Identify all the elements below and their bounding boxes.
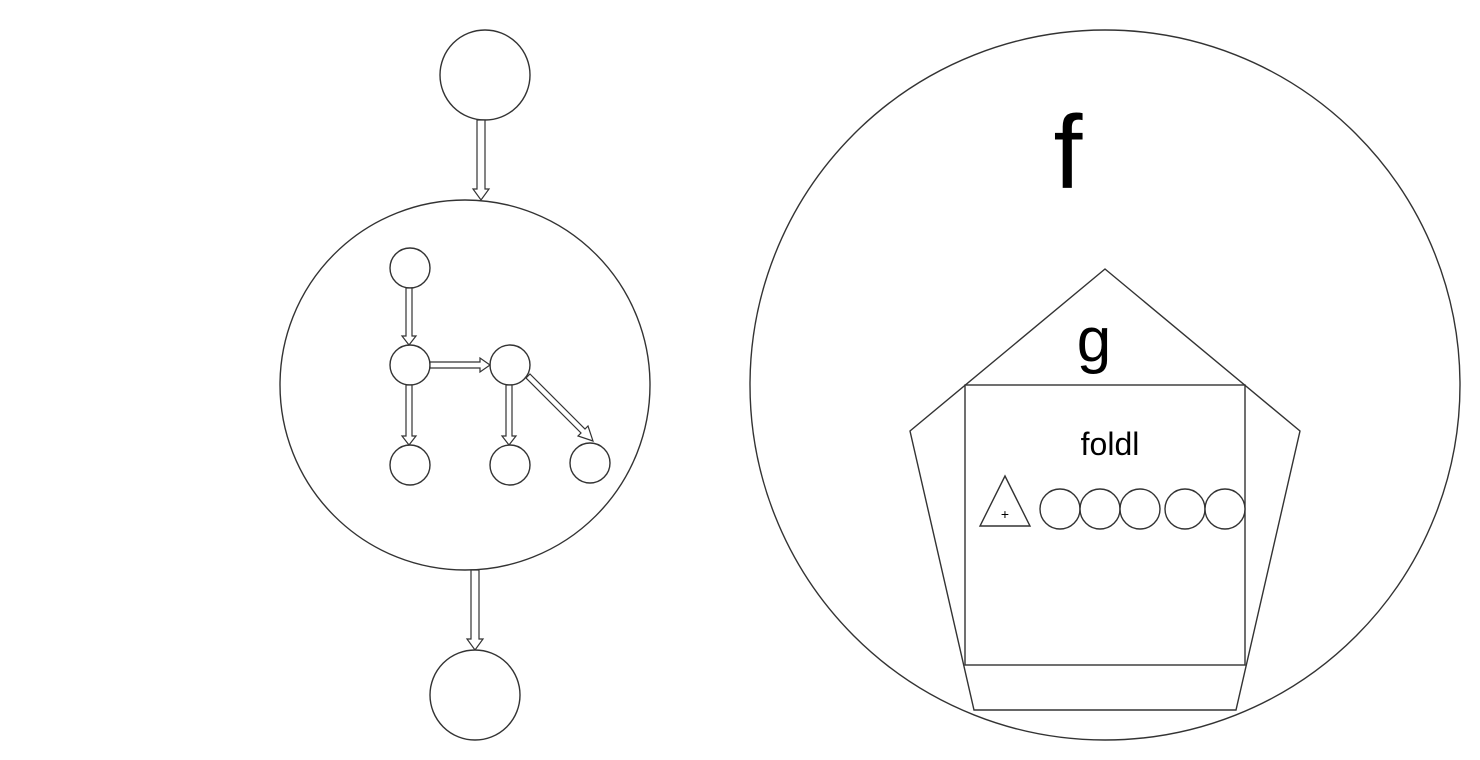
list-element-1 xyxy=(1039,488,1081,530)
arrow-root-to-middle-left xyxy=(400,287,418,346)
graph-node-leaf-2 xyxy=(489,444,531,486)
arrow-middle-right-to-leaf-2 xyxy=(500,384,518,446)
arrow-middle-left-to-leaf-1 xyxy=(400,384,418,446)
left-composition-diagram xyxy=(279,29,651,741)
input-node xyxy=(439,29,531,121)
graph-container-node xyxy=(279,199,651,571)
arrow-middle-left-to-middle-right xyxy=(429,356,492,374)
graph-node-leaf-1 xyxy=(389,444,431,486)
graph-node-leaf-3 xyxy=(569,442,611,484)
function-g-pentagon xyxy=(909,268,1301,711)
right-nested-function-diagram: f g foldl + xyxy=(749,29,1461,741)
graph-node-middle-right xyxy=(489,344,531,386)
list-element-2 xyxy=(1079,488,1121,530)
arrow-middle-right-to-leaf-3 xyxy=(525,373,594,442)
function-f-label: f xyxy=(1054,95,1084,211)
plus-operator-triangle xyxy=(978,474,1032,527)
foldl-label: foldl xyxy=(1081,426,1140,462)
list-element-3 xyxy=(1119,488,1161,530)
plus-operator-label: + xyxy=(1001,506,1009,522)
foldl-box xyxy=(964,384,1246,666)
list-element-4 xyxy=(1164,488,1206,530)
graph-node-root xyxy=(389,247,431,289)
output-node xyxy=(429,649,521,741)
list-element-5 xyxy=(1204,488,1246,530)
arrow-graph-to-output xyxy=(465,569,485,652)
arrow-input-to-graph xyxy=(471,119,491,202)
function-g-label: g xyxy=(1077,306,1111,375)
graph-node-middle-left xyxy=(389,344,431,386)
